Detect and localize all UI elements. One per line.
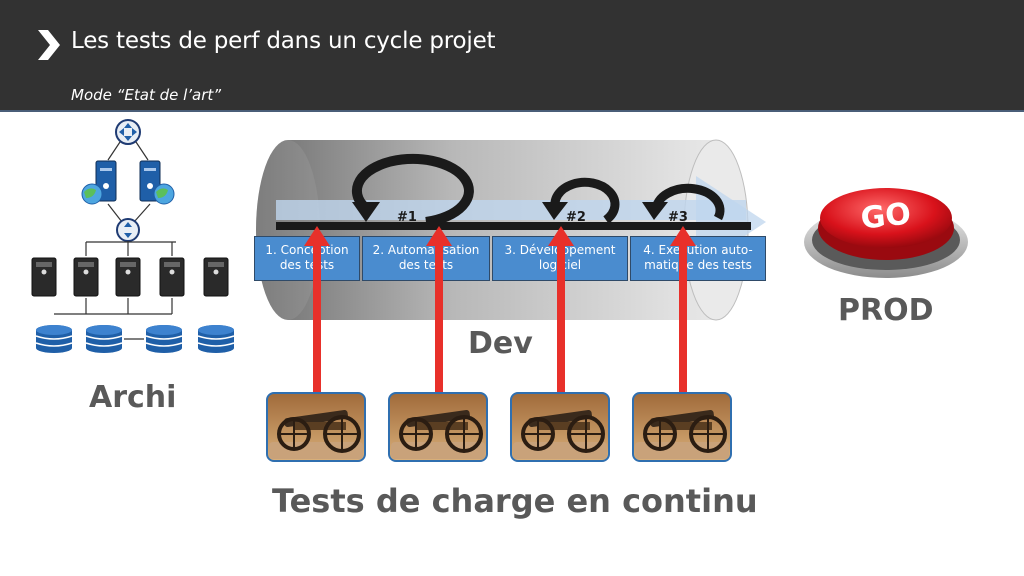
prod-label: PROD <box>838 293 934 328</box>
slide-subtitle: Mode “Etat de l’art” <box>71 86 222 104</box>
cannon-icon <box>631 392 733 463</box>
iteration-label: #3 <box>668 210 688 225</box>
step-automatisation: 2. Automatisation des tests <box>362 236 490 281</box>
globe-icon <box>81 183 103 205</box>
database-icon <box>145 325 183 353</box>
server-icon <box>159 257 185 297</box>
red-up-arrow <box>548 226 574 394</box>
archi-label: Archi <box>89 380 177 415</box>
database-icon <box>85 325 123 353</box>
network-node-icon <box>115 119 141 145</box>
iteration-label: #1 <box>397 210 417 225</box>
server-icon <box>203 257 229 297</box>
cannon-icon <box>387 392 489 463</box>
red-up-arrow <box>426 226 452 394</box>
step-execution: 4. Exécution auto-matique des tests <box>630 236 766 281</box>
go-button-image: GO <box>804 188 968 278</box>
dev-label: Dev <box>468 326 533 361</box>
server-icon <box>115 257 141 297</box>
tests-label: Tests de charge en continu <box>272 482 758 520</box>
globe-icon <box>153 183 175 205</box>
iteration-label: #2 <box>566 210 586 225</box>
database-icon <box>197 325 235 353</box>
cannon-images <box>266 392 733 463</box>
cannon-icon <box>509 392 611 463</box>
cycle-arrow-icon <box>542 177 620 224</box>
red-up-arrow <box>670 226 696 394</box>
database-icon <box>35 325 73 353</box>
chevron-right-icon <box>38 30 60 60</box>
server-icon <box>73 257 99 297</box>
go-text: GO <box>859 196 913 236</box>
server-icon <box>31 257 57 297</box>
slide-title: Les tests de perf dans un cycle projet <box>71 28 496 54</box>
cannon-icon <box>266 392 367 463</box>
slide-header: Les tests de perf dans un cycle projet M… <box>0 0 1024 112</box>
red-up-arrow <box>304 226 330 394</box>
network-node-icon <box>116 218 140 242</box>
archi-diagram <box>31 119 235 353</box>
cycle-arrow-icon <box>351 153 474 227</box>
load-test-arrows <box>304 226 696 394</box>
cycle-arrow-icon <box>642 183 725 221</box>
